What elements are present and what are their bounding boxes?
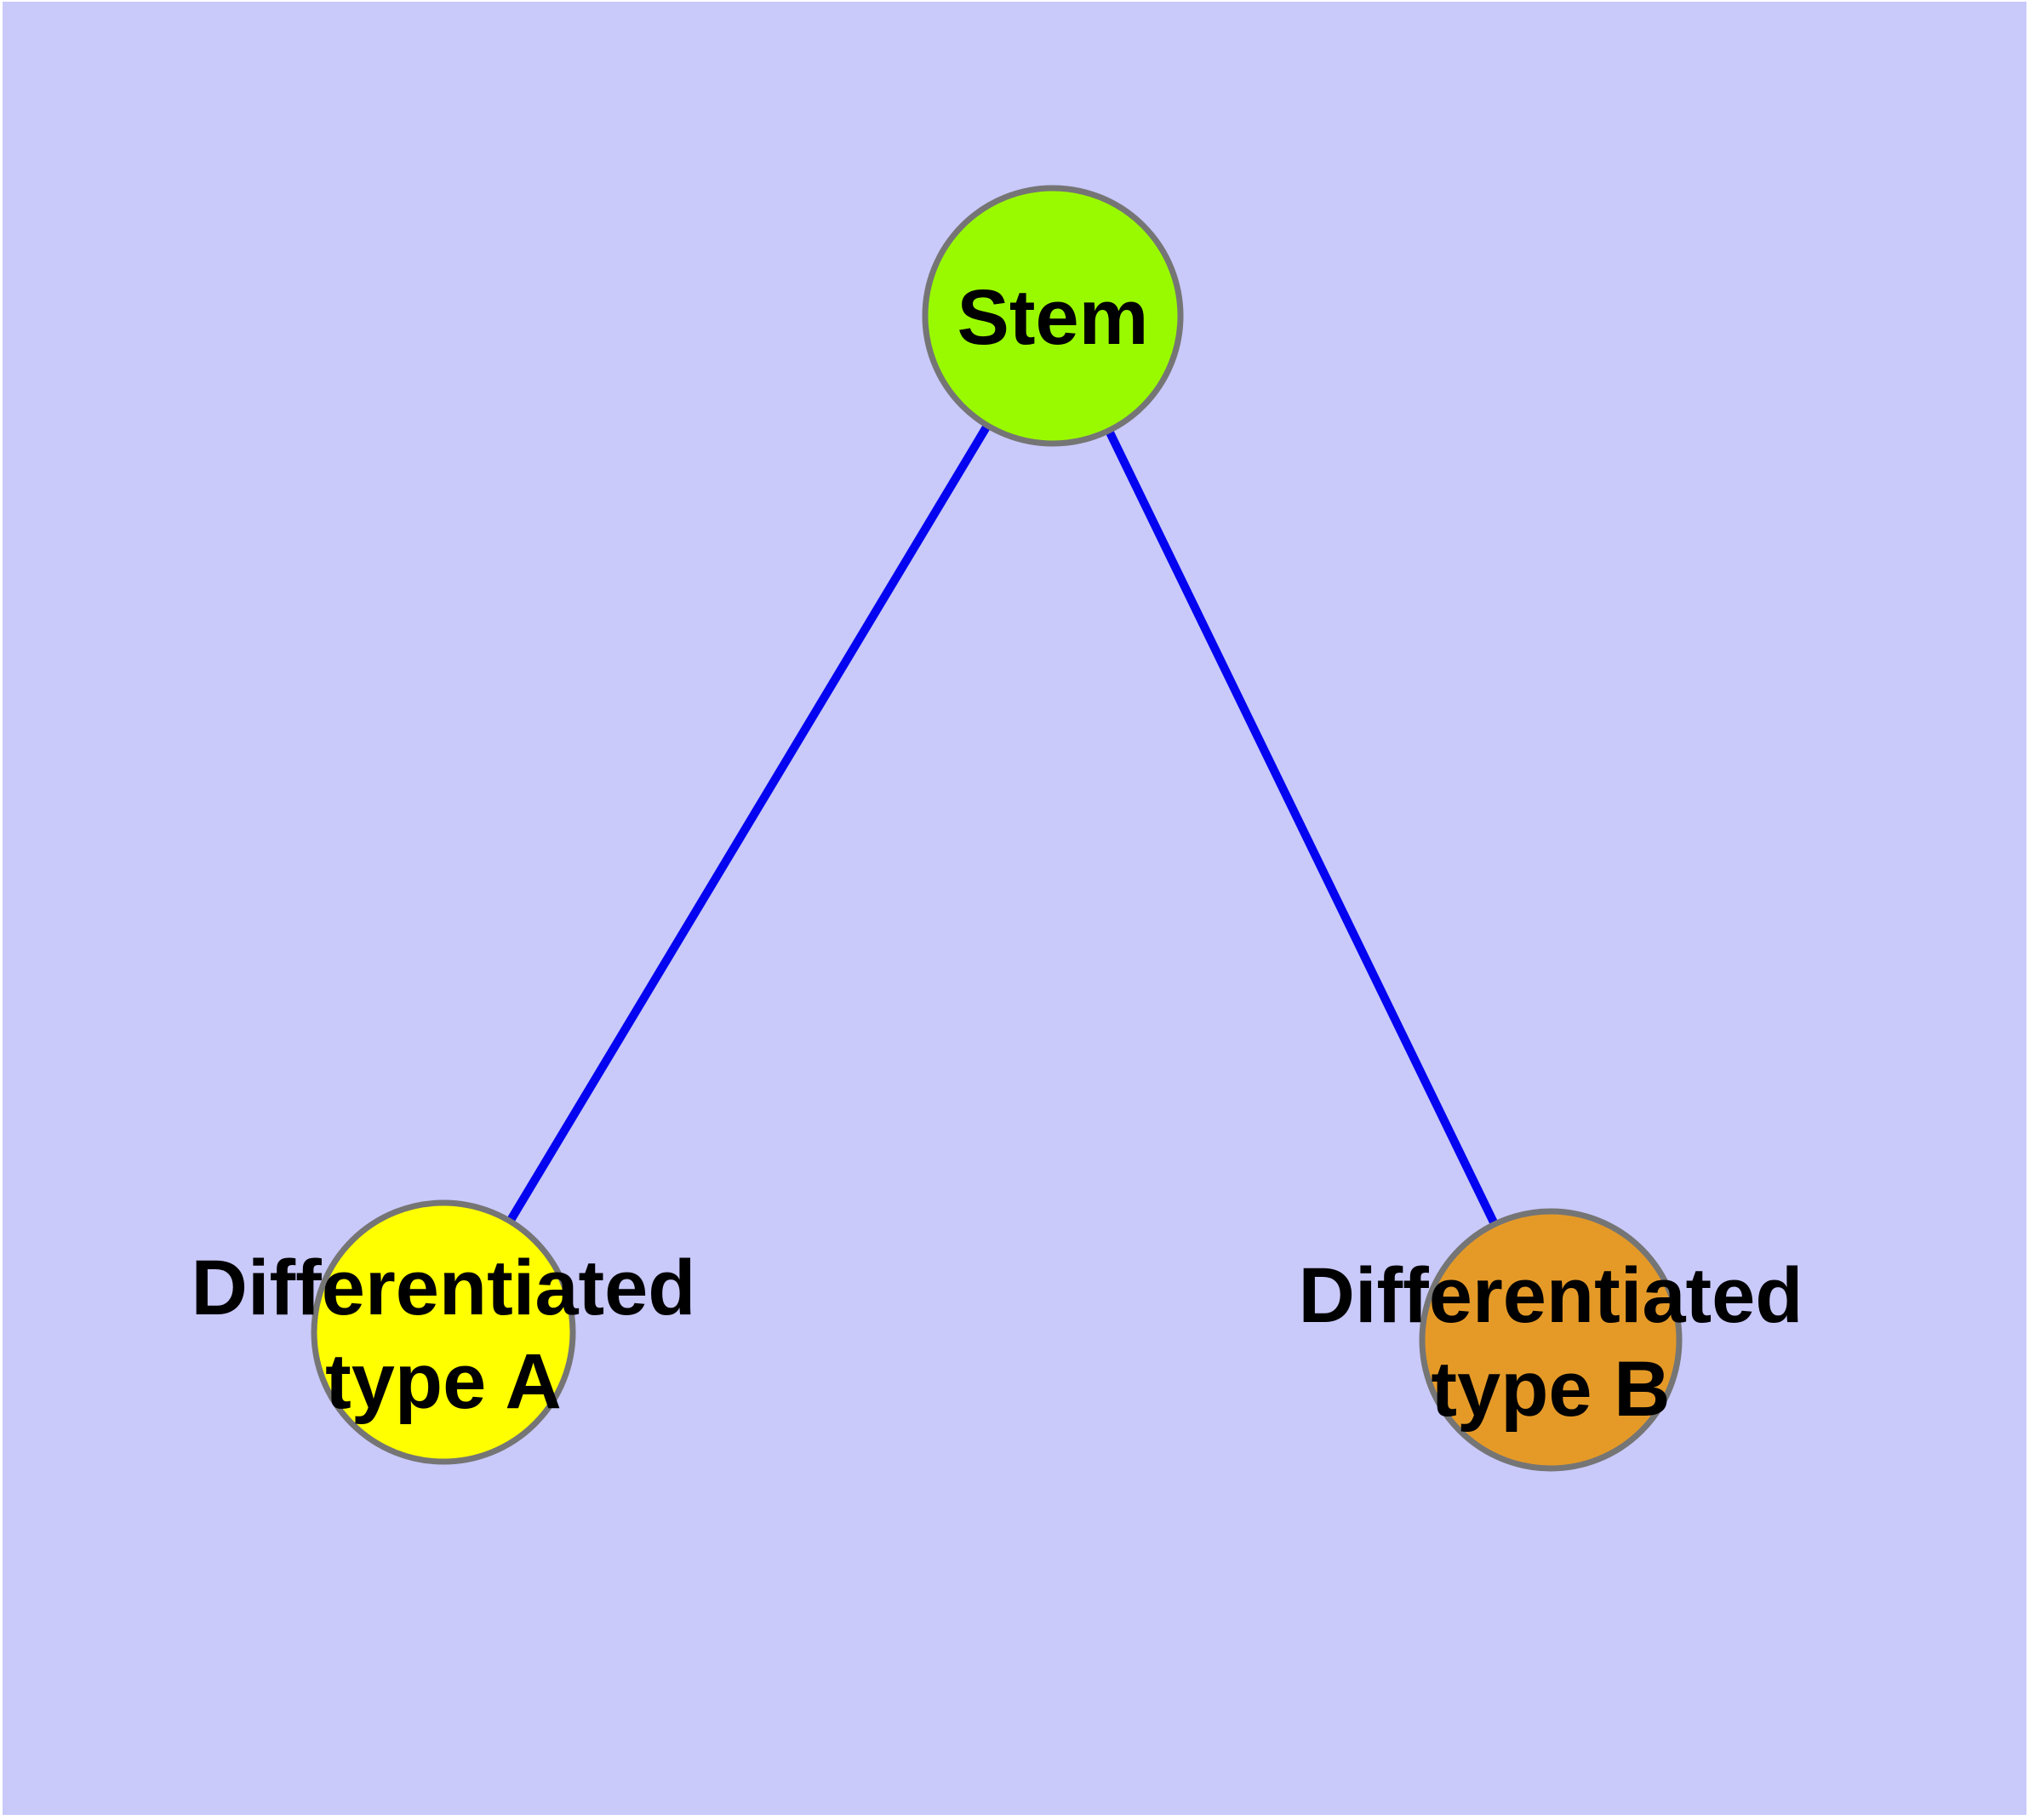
node-stem-circle: [922, 185, 1184, 447]
node-type-b-circle: [1419, 1208, 1683, 1472]
node-stem: Stem: [922, 185, 1184, 447]
edge-stem-to-type-a: [506, 423, 992, 1224]
node-type-b-label-line2: type B: [1431, 1346, 1670, 1433]
edge-stem-to-type-b: [1105, 428, 1499, 1227]
node-differentiated-type-b: Differentiated type B: [1299, 1208, 1803, 1472]
node-differentiated-type-a: Differentiated type A: [191, 1199, 696, 1465]
node-stem-label: Stem: [957, 274, 1149, 361]
node-type-b-label-line1: Differentiated: [1299, 1252, 1803, 1339]
node-type-a-circle: [311, 1199, 576, 1465]
node-type-a-label-line1: Differentiated: [191, 1245, 696, 1331]
node-type-a-label-line2: type A: [325, 1338, 562, 1425]
